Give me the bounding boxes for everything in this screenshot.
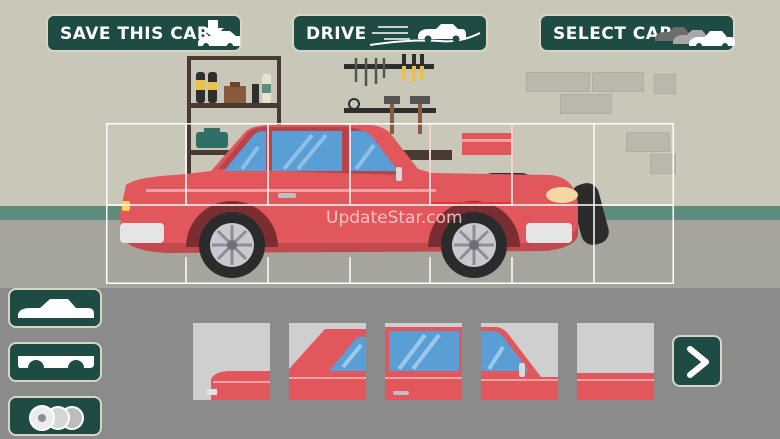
select-car-label: SELECT CAR — [553, 24, 674, 44]
car-wheel — [199, 212, 265, 278]
drive-icon — [369, 24, 481, 46]
tool-rack-icon — [344, 54, 436, 134]
car-blank-piece-icon — [577, 373, 654, 400]
part-tile[interactable] — [385, 323, 462, 400]
workbench — [400, 150, 452, 160]
save-this-car-button[interactable]: SAVE THIS CAR — [46, 14, 242, 52]
car-rear-piece-icon — [207, 371, 270, 400]
save-car-icon — [198, 20, 240, 49]
car-build-area[interactable] — [106, 123, 674, 284]
wheels-icon — [29, 405, 84, 431]
part-tile[interactable] — [289, 323, 366, 400]
shelf-items-icon — [196, 72, 271, 148]
car-middle-window-piece-icon — [385, 327, 462, 400]
drive-button[interactable]: DRIVE — [292, 14, 488, 52]
part-tile[interactable] — [193, 323, 270, 400]
wall-brick — [592, 72, 644, 92]
part-category-wheels-button[interactable] — [8, 396, 102, 436]
part-category-chassis-button[interactable] — [8, 342, 102, 382]
wall-brick — [626, 132, 670, 152]
chassis-icon — [18, 356, 94, 368]
car-body-icon — [18, 299, 94, 318]
shelf-board — [187, 103, 281, 108]
car-wheel — [441, 212, 507, 278]
chevron-right-icon — [687, 346, 709, 378]
car-rear-window-piece-icon — [289, 329, 366, 400]
car-front-window-piece-icon — [481, 327, 558, 400]
select-car-button[interactable]: SELECT CAR — [539, 14, 735, 52]
wall-brick — [526, 72, 590, 92]
watermark-text: UpdateStar.com — [326, 208, 463, 228]
next-parts-button[interactable] — [672, 335, 722, 387]
select-car-icon — [655, 27, 735, 48]
placement-grid — [106, 123, 674, 284]
drive-label: DRIVE — [306, 24, 367, 44]
wall-brick — [560, 94, 612, 114]
save-this-car-label: SAVE THIS CAR — [60, 24, 211, 44]
wall-brick — [654, 74, 676, 94]
part-category-body-button[interactable] — [8, 288, 102, 328]
part-tile[interactable] — [481, 323, 558, 400]
wall-brick — [650, 154, 676, 174]
part-tile[interactable] — [577, 323, 654, 400]
